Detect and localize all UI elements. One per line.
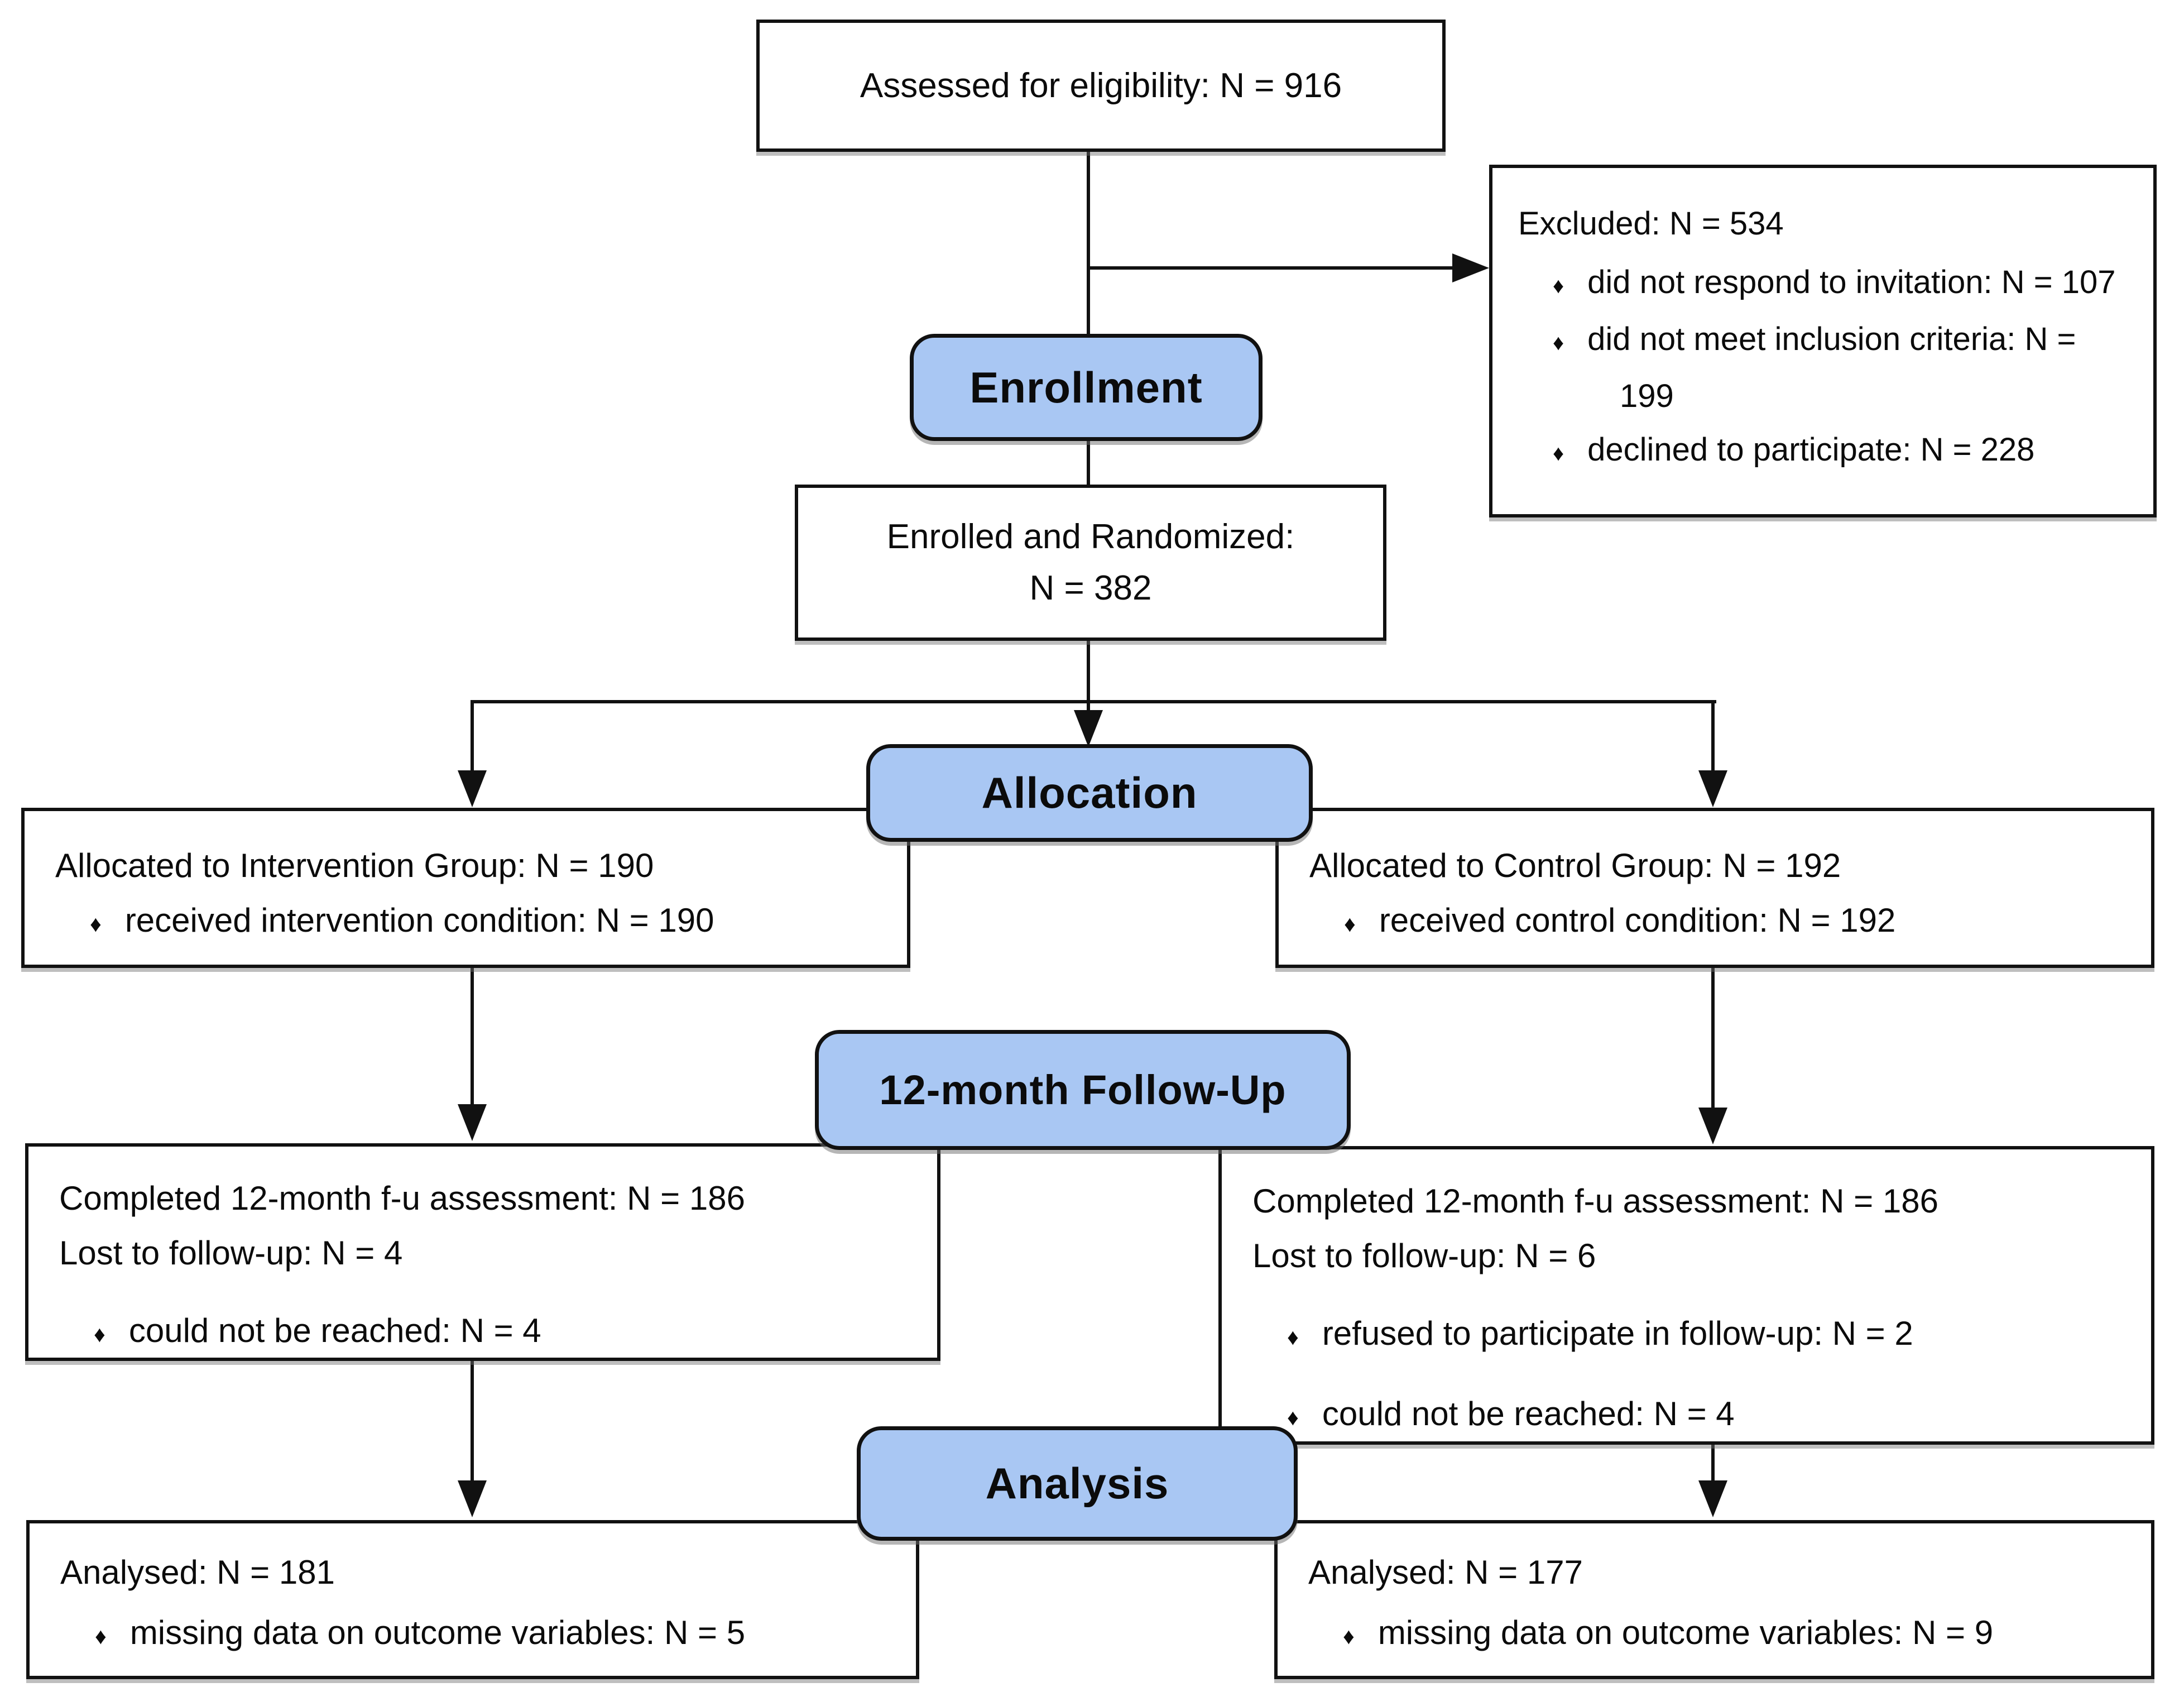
stage-label-followup: 12-month Follow-Up xyxy=(815,1030,1351,1150)
diamond-bullet-icon: ♦ xyxy=(90,911,102,937)
fu-left-bullet: ♦could not be reached: N = 4 xyxy=(94,1312,541,1349)
diamond-bullet-icon: ♦ xyxy=(95,1623,107,1649)
excluded-bullet: ♦did not respond to invitation: N = 107 xyxy=(1553,264,2116,300)
analysis-right-box: Analysed: N = 177 ♦missing data on outco… xyxy=(1274,1520,2154,1679)
enrolled-line1: Enrolled and Randomized: xyxy=(886,517,1295,556)
stage-label-enrollment: Enrollment xyxy=(910,334,1263,441)
line-enrolled-down xyxy=(1087,641,1090,702)
alloc-left-bullet: ♦received intervention condition: N = 19… xyxy=(90,902,714,939)
allocation-label-text: Allocation xyxy=(981,768,1198,817)
arrowhead-analysis-right xyxy=(1698,1480,1727,1517)
followup-left-box: Completed 12-month f-u assessment: N = 1… xyxy=(25,1143,940,1361)
fu-right-line2: Lost to follow-up: N = 6 xyxy=(1252,1237,1596,1274)
arrowhead-alloc-left xyxy=(458,770,487,807)
line-branch-center-down xyxy=(1087,700,1090,715)
analysis-left-box: Analysed: N = 181 ♦missing data on outco… xyxy=(26,1520,919,1679)
enrollment-label-text: Enrollment xyxy=(969,362,1203,412)
line-allocright-to-fu xyxy=(1711,968,1715,1110)
arrowhead-allocation-label xyxy=(1074,710,1103,747)
enrolled-line2: N = 382 xyxy=(1029,569,1152,607)
analysis-left-bullet: ♦missing data on outcome variables: N = … xyxy=(95,1614,746,1651)
analysis-left-title: Analysed: N = 181 xyxy=(60,1554,335,1591)
alloc-left-box: Allocated to Intervention Group: N = 190… xyxy=(21,808,910,968)
arrowhead-analysis-left xyxy=(458,1480,487,1517)
diamond-bullet-icon: ♦ xyxy=(1553,330,1564,355)
arrowhead-fu-left xyxy=(458,1104,487,1141)
excluded-bullet: ♦did not meet inclusion criteria: N = 19… xyxy=(1553,321,2076,414)
alloc-right-box: Allocated to Control Group: N = 192 ♦rec… xyxy=(1275,808,2154,968)
diamond-bullet-icon: ♦ xyxy=(94,1321,105,1347)
followup-right-box: Completed 12-month f-u assessment: N = 1… xyxy=(1218,1146,2154,1445)
fu-right-bullet: ♦refused to participate in follow-up: N … xyxy=(1287,1315,1913,1352)
assessed-text: Assessed for eligibility: N = 916 xyxy=(860,66,1342,105)
analysis-right-bullet: ♦missing data on outcome variables: N = … xyxy=(1343,1614,1994,1651)
analysis-right-title: Analysed: N = 177 xyxy=(1308,1554,1583,1591)
fu-left-line1: Completed 12-month f-u assessment: N = 1… xyxy=(59,1180,745,1217)
excluded-box: Excluded: N = 534 ♦did not respond to in… xyxy=(1489,165,2157,517)
diamond-bullet-icon: ♦ xyxy=(1553,441,1564,466)
enrolled-box: Enrolled and Randomized: N = 382 xyxy=(795,485,1386,641)
stage-label-allocation: Allocation xyxy=(866,744,1313,842)
analysis-label-text: Analysis xyxy=(985,1459,1169,1508)
arrowhead-alloc-right xyxy=(1698,770,1727,807)
alloc-right-bullet: ♦received control condition: N = 192 xyxy=(1344,902,1896,939)
diamond-bullet-icon: ♦ xyxy=(1287,1405,1299,1430)
line-furight-to-analysis xyxy=(1711,1445,1715,1483)
arrowhead-excluded xyxy=(1452,253,1489,282)
line-to-excluded xyxy=(1088,266,1455,270)
line-branch-allocation xyxy=(471,700,1716,703)
stage-label-analysis: Analysis xyxy=(857,1426,1298,1541)
assessed-box: Assessed for eligibility: N = 916 xyxy=(756,20,1446,152)
excluded-bullet: ♦declined to participate: N = 228 xyxy=(1553,432,2035,468)
followup-label-text: 12-month Follow-Up xyxy=(879,1067,1287,1113)
fu-right-bullet: ♦could not be reached: N = 4 xyxy=(1287,1395,1735,1432)
diamond-bullet-icon: ♦ xyxy=(1553,274,1564,298)
line-assessed-to-enrolled xyxy=(1087,152,1090,486)
diamond-bullet-icon: ♦ xyxy=(1287,1324,1299,1350)
diamond-bullet-icon: ♦ xyxy=(1344,911,1356,937)
line-branch-right-down xyxy=(1711,700,1715,774)
fu-right-line1: Completed 12-month f-u assessment: N = 1… xyxy=(1252,1182,1938,1220)
arrowhead-fu-right xyxy=(1698,1108,1727,1144)
fu-left-line2: Lost to follow-up: N = 4 xyxy=(59,1234,403,1272)
line-allocleft-to-fu xyxy=(471,968,474,1106)
line-branch-left-down xyxy=(471,700,474,774)
diamond-bullet-icon: ♦ xyxy=(1343,1623,1355,1649)
alloc-right-title: Allocated to Control Group: N = 192 xyxy=(1309,847,1841,884)
line-fuleft-to-analysis xyxy=(471,1361,474,1483)
alloc-left-title: Allocated to Intervention Group: N = 190 xyxy=(55,847,654,884)
excluded-title: Excluded: N = 534 xyxy=(1518,205,1784,242)
